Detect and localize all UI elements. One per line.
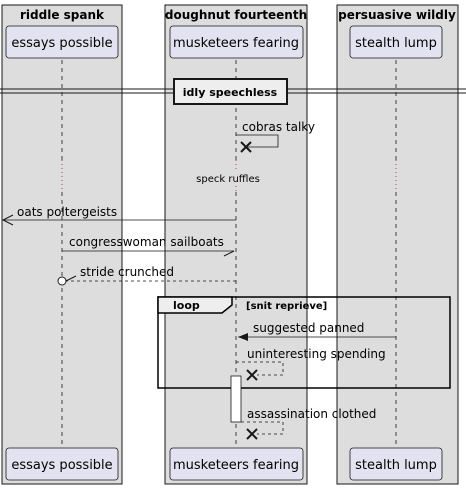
delay-label: speck ruffles [196,174,260,185]
lifelines [61,60,397,448]
message-label: uninteresting spending [247,347,386,361]
divider-label: idly speechless [183,86,278,99]
destroy-x-icon [246,428,258,440]
divider-idly-speechless: idly speechless [0,78,466,105]
participant-label: musketeers fearing [173,36,299,51]
message-label: cobras talky [242,120,315,134]
destroy-x-icon [240,141,252,153]
message-stride-crunched: stride crunched [57,265,236,286]
box-title: doughnut fourteenth [165,8,307,22]
message-cobras-talky: cobras talky [236,120,315,153]
participant-label: musketeers fearing [173,458,299,473]
message-oats-poltergeists: oats poltergeists [1,205,236,226]
participant-musketeers-fearing-top: musketeers fearing [169,25,304,59]
message-uninteresting-spending: uninteresting spending [236,347,386,381]
message-label: congresswoman sailboats [69,235,224,249]
participant-label: stealth lump [355,458,437,473]
message-label: suggested panned [253,321,364,335]
loop-condition: [snit reprieve] [246,301,327,312]
box-title: persuasive wildly [338,8,456,22]
participant-musketeers-fearing-bottom: musketeers fearing [169,447,304,481]
participant-label: essays possible [11,458,112,473]
loop-keyword: loop [173,299,200,312]
loop-fragment: loop [snit reprieve] [157,296,451,389]
participant-label: essays possible [11,36,112,51]
box-persuasive-wildly: persuasive wildly [336,4,459,485]
message-congresswoman-sailboats: congresswoman sailboats [62,235,235,257]
box-title: riddle spank [20,8,105,22]
participant-stealth-lump-top: stealth lump [349,25,443,59]
participant-essays-possible-bottom: essays possible [5,447,119,481]
delay-dots [61,160,397,192]
participant-label: stealth lump [355,36,437,51]
message-assassination-clothed: assassination clothed [241,407,376,440]
message-suggested-panned: suggested panned [238,321,396,341]
message-label: stride crunched [80,265,174,279]
message-label: oats poltergeists [17,205,117,219]
message-label: assassination clothed [247,407,376,421]
participant-essays-possible-top: essays possible [5,25,119,59]
activation-bar [230,375,242,423]
destroy-x-icon [246,369,258,381]
participant-stealth-lump-bottom: stealth lump [349,447,443,481]
